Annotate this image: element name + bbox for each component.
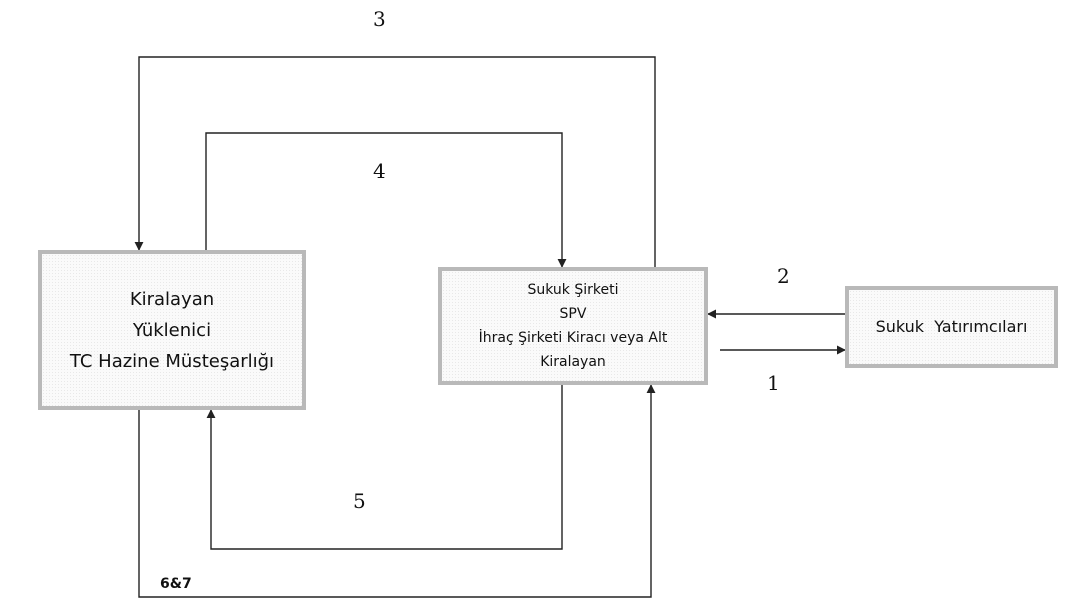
investors-box: Sukuk Yatırımcıları [845, 286, 1058, 368]
arrow-step-5 [206, 385, 563, 550]
arrow-step-4 [205, 132, 567, 268]
spv-line-4: Kiralayan [540, 354, 606, 370]
lessor-line-3: TC Hazine Müsteşarlığı [69, 350, 275, 372]
lessor-line-1: Kiralayan [129, 288, 215, 310]
step-label-6-7: 6&7 [160, 576, 192, 592]
step-label-4: 4 [373, 159, 386, 183]
spv-line-2: SPV [559, 306, 587, 322]
spv-line-1: Sukuk Şirketi [527, 282, 619, 298]
step-label-1: 1 [767, 371, 780, 395]
step-label-5: 5 [353, 489, 366, 513]
arrow-step-3 [134, 56, 656, 267]
arrow-step-6-7 [138, 384, 656, 598]
step-label-3: 3 [373, 7, 386, 31]
step-label-2: 2 [777, 264, 790, 288]
spv-box: Sukuk Şirketi SPV İhraç Şirketi Kiracı v… [438, 267, 708, 385]
investors-line-1: Sukuk Yatırımcıları [875, 317, 1028, 336]
lessor-box: Kiralayan Yüklenici TC Hazine Müsteşarlı… [38, 250, 306, 410]
spv-line-3: İhraç Şirketi Kiracı veya Alt [478, 330, 668, 346]
lessor-line-2: Yüklenici [132, 319, 212, 341]
